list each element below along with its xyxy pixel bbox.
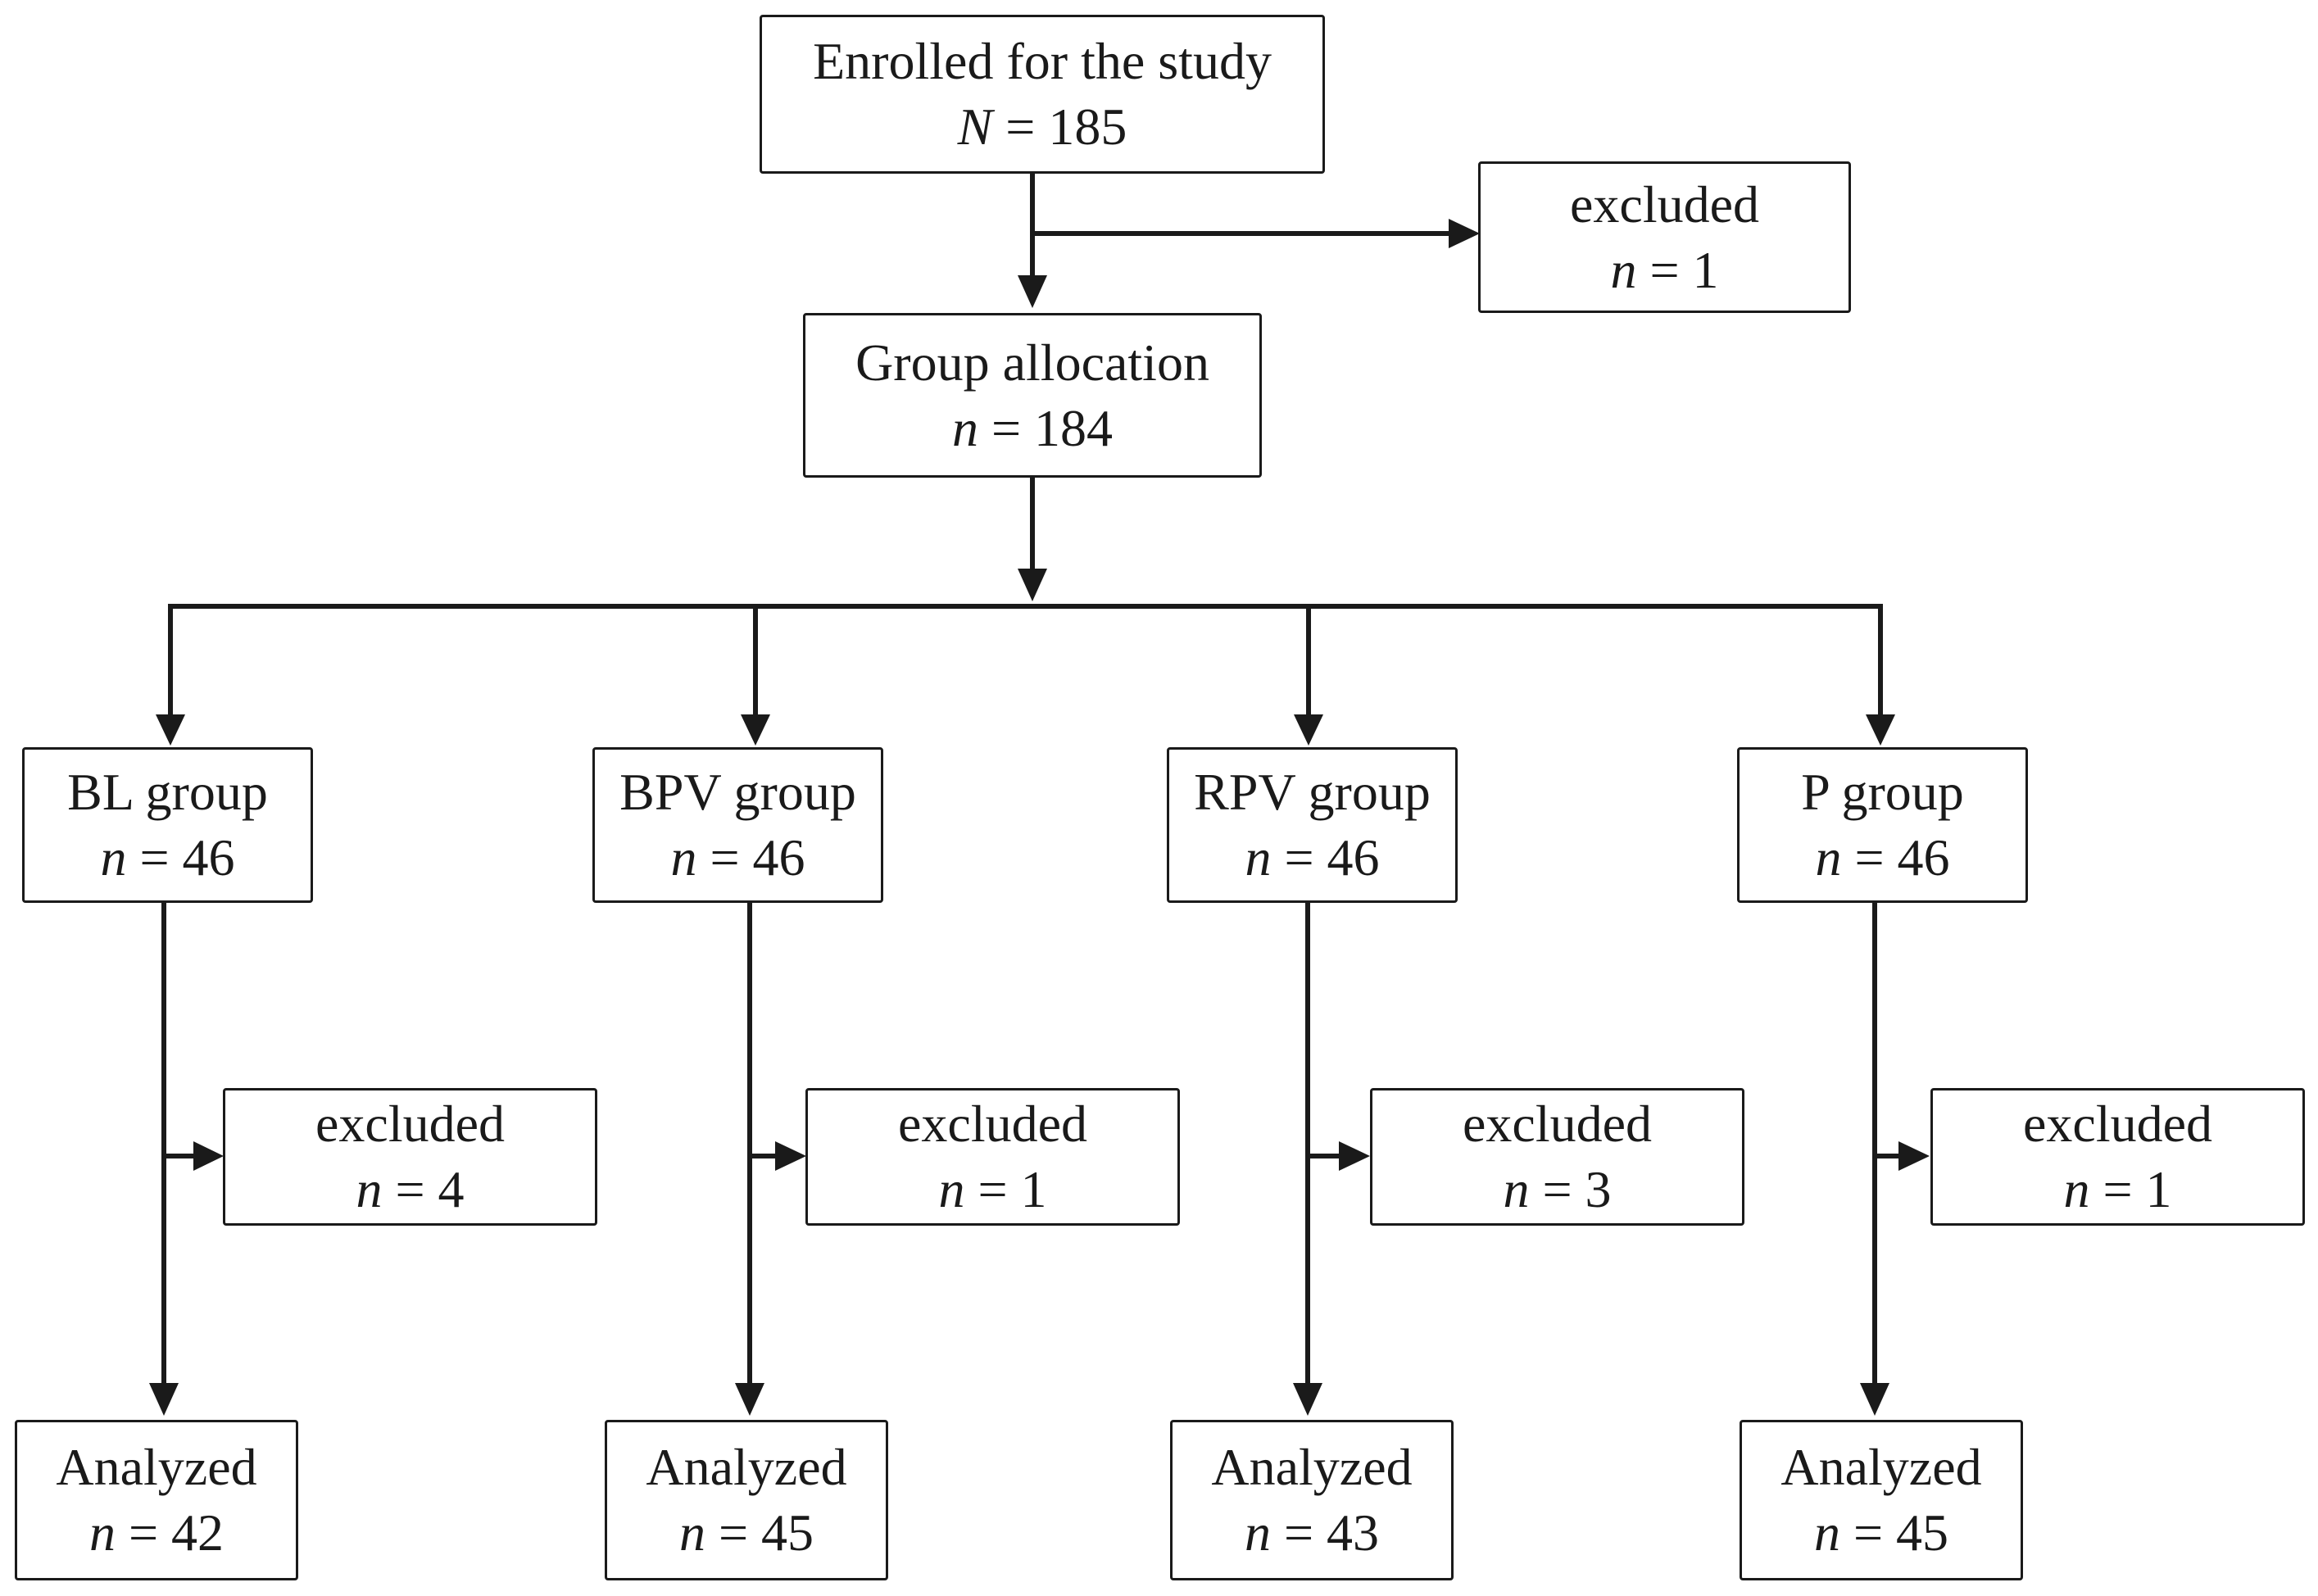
arrow-head [149,1383,179,1416]
count-variable: n [1815,828,1842,886]
count-variable: n [938,1160,965,1218]
analyzed-box-p: Analyzed n = 45 [1740,1420,2023,1580]
arrow-head [1018,569,1047,601]
group-count: n = 46 [100,828,235,886]
excluded-count: n = 4 [356,1160,465,1218]
count-value: 184 [1034,398,1114,457]
count-value: 185 [1048,97,1127,156]
group-box-bpv: BPV group n = 46 [592,747,883,903]
count-variable: n [670,828,697,886]
excluded-box-bpv: excluded n = 1 [805,1088,1180,1226]
excluded-box-rpv: excluded n = 3 [1370,1088,1744,1226]
count-value: 46 [1327,828,1380,886]
analyzed-box-bl: Analyzed n = 42 [15,1420,298,1580]
group-label: BPV group [619,763,856,821]
count-value: 45 [761,1503,814,1562]
arrow-head [775,1141,806,1171]
analyzed-label: Analyzed [646,1438,847,1496]
count-variable: n [1245,828,1272,886]
analyzed-label: Analyzed [56,1438,257,1496]
excluded-label: excluded [1463,1095,1652,1153]
excluded-label: excluded [315,1095,505,1153]
count-value: 4 [438,1160,465,1218]
arrow-head [1449,219,1480,248]
enrolled-label: Enrolled for the study [813,32,1272,90]
analyzed-count: n = 45 [678,1503,814,1562]
group-box-rpv: RPV group n = 46 [1167,747,1458,903]
arrow-head [1860,1383,1889,1416]
count-variable: n [951,398,978,457]
excluded-label: excluded [898,1095,1087,1153]
count-variable: n [1244,1503,1271,1562]
count-variable: n [1610,240,1637,299]
arrow-head [1866,714,1895,746]
count-value: 42 [171,1503,225,1562]
group-box-p: P group n = 46 [1737,747,2028,903]
count-variable: n [678,1503,705,1562]
analyzed-box-bpv: Analyzed n = 45 [605,1420,888,1580]
analyzed-count: n = 45 [1813,1503,1949,1562]
excluded-top-box: excluded n = 1 [1478,161,1851,313]
count-variable: n [1813,1503,1840,1562]
group-label: BL group [67,763,268,821]
count-variable: n [100,828,127,886]
count-variable: N [957,97,993,156]
enrolled-box: Enrolled for the study N = 185 [760,15,1325,174]
group-box-bl: BL group n = 46 [22,747,313,903]
group-label: RPV group [1194,763,1431,821]
count-value: 46 [752,828,805,886]
excluded-count: n = 1 [2063,1160,2172,1218]
excluded-box-bl: excluded n = 4 [223,1088,597,1226]
arrow-head [1339,1141,1370,1171]
excluded-count: n = 1 [1610,240,1719,299]
analyzed-count: n = 43 [1244,1503,1380,1562]
arrow-head [1018,275,1047,308]
count-value: 1 [1692,240,1719,299]
excluded-count: n = 1 [938,1160,1047,1218]
count-value: 1 [1020,1160,1047,1218]
arrow-head [735,1383,764,1416]
count-value: 1 [2145,1160,2172,1218]
arrow-head [741,714,770,746]
excluded-count: n = 3 [1503,1160,1612,1218]
arrow-head [1898,1141,1930,1171]
count-variable: n [356,1160,383,1218]
allocation-count: n = 184 [951,398,1114,457]
group-count: n = 46 [1815,828,1950,886]
count-variable: n [88,1503,116,1562]
arrow-head [193,1141,224,1171]
allocation-label: Group allocation [855,333,1209,392]
group-label: P group [1801,763,1964,821]
count-value: 3 [1585,1160,1612,1218]
group-count: n = 46 [670,828,805,886]
count-value: 46 [182,828,235,886]
enrolled-count: N = 185 [957,97,1127,156]
count-value: 46 [1897,828,1950,886]
excluded-box-p: excluded n = 1 [1930,1088,2305,1226]
count-value: 43 [1327,1503,1380,1562]
excluded-label: excluded [2023,1095,2212,1153]
count-variable: n [1503,1160,1530,1218]
analyzed-label: Analyzed [1780,1438,1982,1496]
arrow-head [156,714,185,746]
count-variable: n [2063,1160,2090,1218]
group-count: n = 46 [1245,828,1380,886]
analyzed-label: Analyzed [1211,1438,1413,1496]
allocation-box: Group allocation n = 184 [803,313,1262,478]
arrow-head [1294,714,1323,746]
analyzed-count: n = 42 [88,1503,225,1562]
arrow-head [1293,1383,1322,1416]
analyzed-box-rpv: Analyzed n = 43 [1170,1420,1454,1580]
excluded-label: excluded [1570,175,1759,234]
count-value: 45 [1896,1503,1949,1562]
